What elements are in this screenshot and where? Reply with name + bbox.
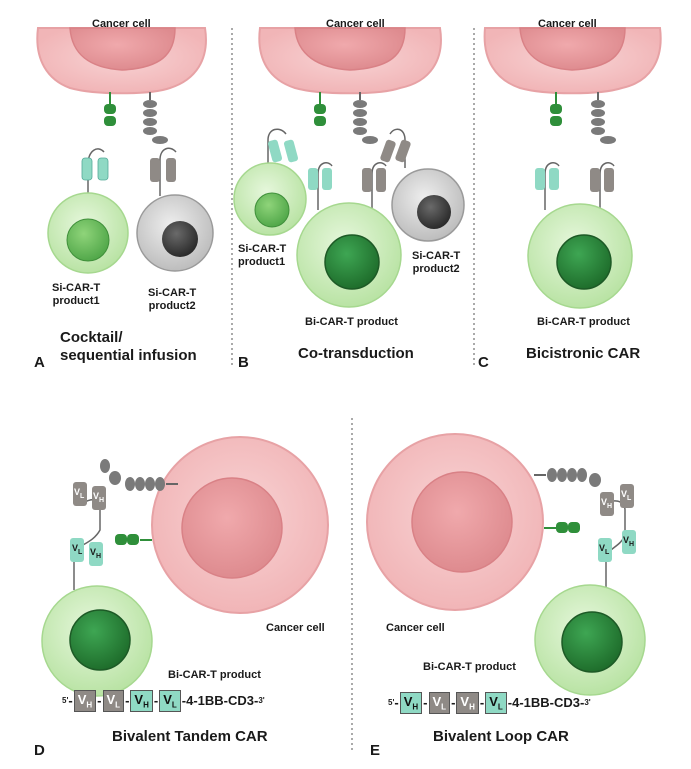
- bi-car-t-cell-b: [296, 161, 402, 308]
- antigen-green-b: [314, 92, 326, 126]
- vh-label-d1: VH: [93, 491, 105, 504]
- construct-e-vl2: VL: [485, 692, 507, 714]
- panel-e-letter: E: [370, 742, 381, 759]
- vl-label-e2: VL: [599, 543, 610, 556]
- si-car-t-product1-label-a: Si-CAR-T product1: [52, 282, 101, 307]
- loop-construct: 5'- VH - VL - VH - VL -4-1BB-CD3-3': [388, 692, 591, 714]
- cancer-cell-label-d: Cancer cell: [266, 622, 325, 634]
- cancer-cell-d: [151, 436, 329, 614]
- cancer-cell-e: [366, 433, 544, 611]
- construct-d-vh2: VH: [130, 690, 153, 712]
- construct-d-vl1: VL: [102, 690, 125, 712]
- cancer-cell-label-a: Cancer cell: [92, 18, 151, 30]
- panel-c-letter: C: [478, 354, 489, 371]
- antigen-green-d: [115, 534, 152, 545]
- vh-label-d2: VH: [90, 547, 102, 560]
- cancer-cell-label-e: Cancer cell: [386, 622, 445, 634]
- si-car-t-cell-b1: [233, 128, 307, 236]
- bi-car-t-product-label-e: Bi-CAR-T product: [423, 661, 516, 673]
- bi-car-t-cell-d: [41, 585, 153, 697]
- construct-d-vl2: VL: [159, 690, 181, 712]
- panel-b-title: Co-transduction: [298, 345, 414, 362]
- antigen-gray-e: [534, 468, 601, 487]
- car-receptor-gray-a: [150, 147, 177, 196]
- tandem-construct: 5'- VH - VL - VH - VL -4-1BB-CD3-3': [62, 690, 265, 712]
- si-car-t-product2-label-b: Si-CAR-T product2: [412, 250, 461, 275]
- cancer-cell-label-b: Cancer cell: [326, 18, 385, 30]
- si-car-t-cell-b2: [380, 128, 465, 242]
- si-car-t-product1-label-b: Si-CAR-T product1: [238, 243, 287, 268]
- loop-car-receptor-e: [598, 484, 636, 590]
- vl-label-d1: VL: [74, 487, 85, 500]
- si-car-t-cell-a1: [47, 192, 129, 274]
- panel-b-letter: B: [238, 354, 249, 371]
- vh-label-e2: VH: [623, 535, 635, 548]
- bi-car-t-cell-e: [534, 584, 646, 696]
- bi-car-t-product-label-d: Bi-CAR-T product: [168, 669, 261, 681]
- si-car-t-product2-label-a: Si-CAR-T product2: [148, 287, 197, 312]
- cancer-cell-a: [36, 27, 207, 95]
- panel-a-title: Cocktail/ sequential infusion: [60, 329, 197, 364]
- vl-label-d2: VL: [72, 543, 83, 556]
- cancer-cell-label-c: Cancer cell: [538, 18, 597, 30]
- bi-car-t-product-label-b: Bi-CAR-T product: [305, 316, 398, 328]
- panel-c-title: Bicistronic CAR: [526, 345, 641, 362]
- antigen-green-c: [550, 92, 562, 126]
- antigen-green-a: [104, 92, 116, 126]
- cancer-cell-c: [483, 27, 662, 95]
- car-receptor-teal-a: [81, 148, 109, 198]
- antigen-gray-a: [143, 92, 168, 144]
- construct-e-vh1: VH: [399, 692, 423, 714]
- panel-e-title: Bivalent Loop CAR: [433, 728, 569, 745]
- tandem-car-receptor-d: [70, 482, 106, 590]
- panel-d-title: Bivalent Tandem CAR: [112, 728, 268, 745]
- antigen-gray-d: [100, 459, 178, 491]
- construct-e-vl1: VL: [428, 692, 451, 714]
- vl-label-e1: VL: [621, 489, 632, 502]
- bi-car-t-cell-c: [527, 161, 633, 309]
- panel-a-letter: A: [34, 354, 45, 371]
- vh-label-e1: VH: [601, 497, 613, 510]
- construct-e-vh2: VH: [456, 692, 479, 714]
- bi-car-t-product-label-c: Bi-CAR-T product: [537, 316, 630, 328]
- antigen-gray-b: [353, 92, 378, 144]
- panel-d-letter: D: [34, 742, 45, 759]
- antigen-green-e: [544, 522, 580, 533]
- construct-d-vh1: VH: [73, 690, 97, 712]
- si-car-t-cell-a2: [136, 194, 214, 272]
- cancer-cell-b: [258, 27, 442, 95]
- antigen-gray-c: [591, 92, 616, 144]
